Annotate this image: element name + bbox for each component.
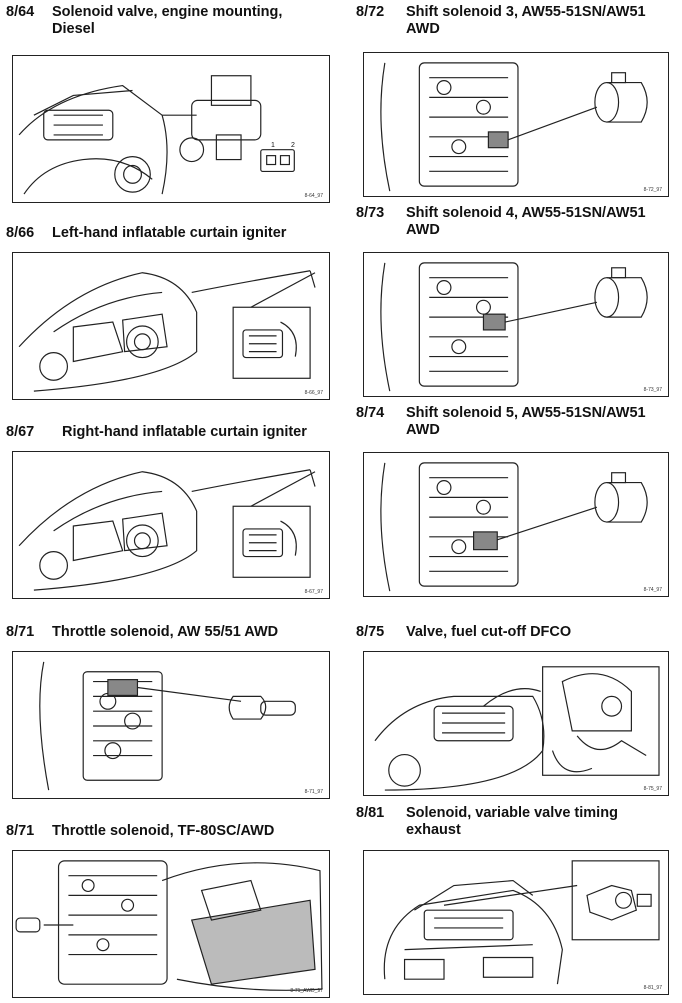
figure-code: 8-71_97 xyxy=(304,789,323,795)
section-heading: 8/67 Right-hand inflatable curtain ignit… xyxy=(6,424,336,444)
section-title-line: Shift solenoid 3, AW55-51SN/AW51 xyxy=(406,4,646,20)
illustration-frame: 8-71_97 xyxy=(12,651,330,799)
section-number: 8/75 xyxy=(356,624,385,640)
car-side-curtain-illustration xyxy=(18,270,316,392)
connector-pin-label: 1 xyxy=(271,142,275,149)
illustration-frame: 8-71_AWD_97 xyxy=(12,850,330,998)
section-number: 8/72 xyxy=(356,4,385,20)
figure-code: 8-67_97 xyxy=(304,589,323,595)
section-heading: 8/75 Valve, fuel cut-off DFCO xyxy=(356,624,682,644)
valve-body-shift-solenoid-illustration xyxy=(380,262,648,392)
section-title: Right-hand inflatable curtain igniter xyxy=(62,424,307,440)
section-heading: 8/73 Shift solenoid 4, AW55-51SN/AW51 AW… xyxy=(356,205,682,241)
section-title-line: AWD xyxy=(406,21,440,37)
section-title-line: Diesel xyxy=(52,21,95,37)
section-title: Shift solenoid 3, AW55-51SN/AW51 AWD xyxy=(406,4,646,38)
section-title-line: Solenoid, variable valve timing xyxy=(406,805,618,821)
section-number: 8/64 xyxy=(6,4,35,20)
section-number: 8/74 xyxy=(356,405,385,421)
section-heading: 8/72 Shift solenoid 3, AW55-51SN/AW51 AW… xyxy=(356,4,682,40)
section-title: Shift solenoid 4, AW55-51SN/AW51 AWD xyxy=(406,205,646,239)
figure-code: 8-75_97 xyxy=(643,786,662,792)
section-title: Valve, fuel cut-off DFCO xyxy=(406,624,572,640)
section-heading: 8/64 Solenoid valve, engine mounting, Di… xyxy=(6,4,336,40)
section-title: Solenoid valve, engine mounting, Diesel xyxy=(52,4,282,38)
transmission-throttle-solenoid-illustration xyxy=(15,860,323,991)
figure-code: 8-64_97 xyxy=(304,193,323,199)
section-title-line: AWD xyxy=(406,422,440,438)
section-number: 8/73 xyxy=(356,205,385,221)
section-title: Throttle solenoid, TF-80SC/AWD xyxy=(52,823,275,839)
illustration-frame: 8-74_97 xyxy=(363,452,669,597)
figure-code: 8-81_97 xyxy=(643,985,662,991)
section-title-line: AWD xyxy=(406,222,440,238)
illustration-frame: 8-67_97 xyxy=(12,451,330,599)
section-title-line: exhaust xyxy=(406,822,461,838)
illustration-frame: 1 2 8-64_97 xyxy=(12,55,330,203)
section-number: 8/81 xyxy=(356,805,385,821)
section-number: 8/71 xyxy=(6,624,35,640)
engine-mount-solenoid-illustration xyxy=(18,75,295,195)
valve-body-shift-solenoid-illustration xyxy=(380,62,648,192)
illustration-frame: 8-66_97 xyxy=(12,252,330,400)
figure-code: 8-71_AWD_97 xyxy=(290,988,323,994)
section-title-line: Solenoid valve, engine mounting, xyxy=(52,4,283,20)
section-number: 8/67 xyxy=(6,424,35,440)
illustration-frame: 8-75_97 xyxy=(363,651,669,796)
car-front-vvt-solenoid-illustration xyxy=(383,860,660,985)
section-number: 8/66 xyxy=(6,225,35,241)
section-title-line: Shift solenoid 5, AW55-51SN/AW51 xyxy=(406,405,646,421)
car-side-curtain-illustration xyxy=(18,469,316,591)
engine-bay-fuel-valve-illustration xyxy=(374,666,660,791)
section-heading: 8/66 Left-hand inflatable curtain ignite… xyxy=(6,225,336,245)
section-heading: 8/71 Throttle solenoid, TF-80SC/AWD xyxy=(6,823,336,843)
illustration-frame: 8-81_97 xyxy=(363,850,669,995)
valve-body-shift-solenoid-illustration xyxy=(380,462,648,592)
section-title-line: Shift solenoid 4, AW55-51SN/AW51 xyxy=(406,205,646,221)
section-title: Left-hand inflatable curtain igniter xyxy=(52,225,287,241)
section-title: Solenoid, variable valve timing exhaust xyxy=(406,805,618,839)
section-heading: 8/71 Throttle solenoid, AW 55/51 AWD xyxy=(6,624,336,644)
section-title: Throttle solenoid, AW 55/51 AWD xyxy=(52,624,279,640)
figure-code: 8-73_97 xyxy=(643,387,662,393)
section-title: Shift solenoid 5, AW55-51SN/AW51 AWD xyxy=(406,405,646,439)
valve-body-throttle-solenoid-illustration xyxy=(39,661,296,791)
figure-code: 8-74_97 xyxy=(643,587,662,593)
illustration-frame: 8-72_97 xyxy=(363,52,669,197)
illustration-frame: 8-73_97 xyxy=(363,252,669,397)
section-number: 8/71 xyxy=(6,823,35,839)
section-heading: 8/74 Shift solenoid 5, AW55-51SN/AW51 AW… xyxy=(356,405,682,441)
connector-pin-label: 2 xyxy=(291,142,295,149)
figure-code: 8-72_97 xyxy=(643,187,662,193)
section-heading: 8/81 Solenoid, variable valve timing exh… xyxy=(356,805,682,841)
figure-code: 8-66_97 xyxy=(304,390,323,396)
